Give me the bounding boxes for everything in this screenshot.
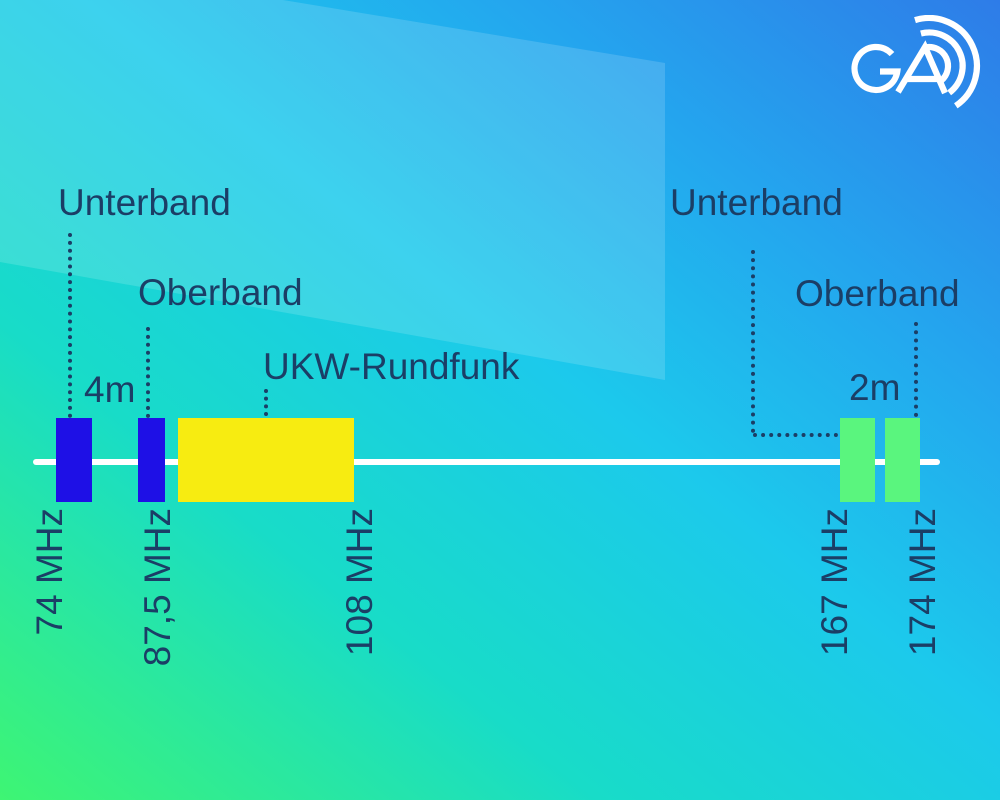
ga-logo-graphic [851,15,980,109]
radio-wave-arc-inner [925,43,952,83]
leader-unterband-right-horizontal [753,433,838,437]
label-unterband-right: Unterband [670,182,843,223]
band-ukw-rundfunk [178,418,354,502]
label-2m-band: 2m [849,367,901,408]
band-4m-oberband [138,418,165,502]
frequency-axis-line [33,459,940,465]
ga-radio-logo: GA [840,15,990,125]
leader-unterband-right-vertical [751,250,755,433]
band-2m-oberband [885,418,920,502]
logo-letter-a [895,40,948,95]
logo-letter-g [851,43,901,94]
band-2m-unterband [840,418,875,502]
label-ukw-rundfunk: UKW-Rundfunk [263,346,520,387]
label-oberband-left: Oberband [138,272,303,313]
radio-wave-arc-middle [920,29,966,96]
radio-wave-arc-outer [914,15,980,109]
label-oberband-right: Oberband [795,273,960,314]
leader-oberband-right [914,322,918,417]
leader-oberband-left [146,327,150,418]
label-4m-band: 4m [84,369,136,410]
leader-unterband-left [68,233,72,418]
label-unterband-left: Unterband [58,182,231,223]
leader-ukw [264,389,268,416]
band-4m-unterband [56,418,92,502]
